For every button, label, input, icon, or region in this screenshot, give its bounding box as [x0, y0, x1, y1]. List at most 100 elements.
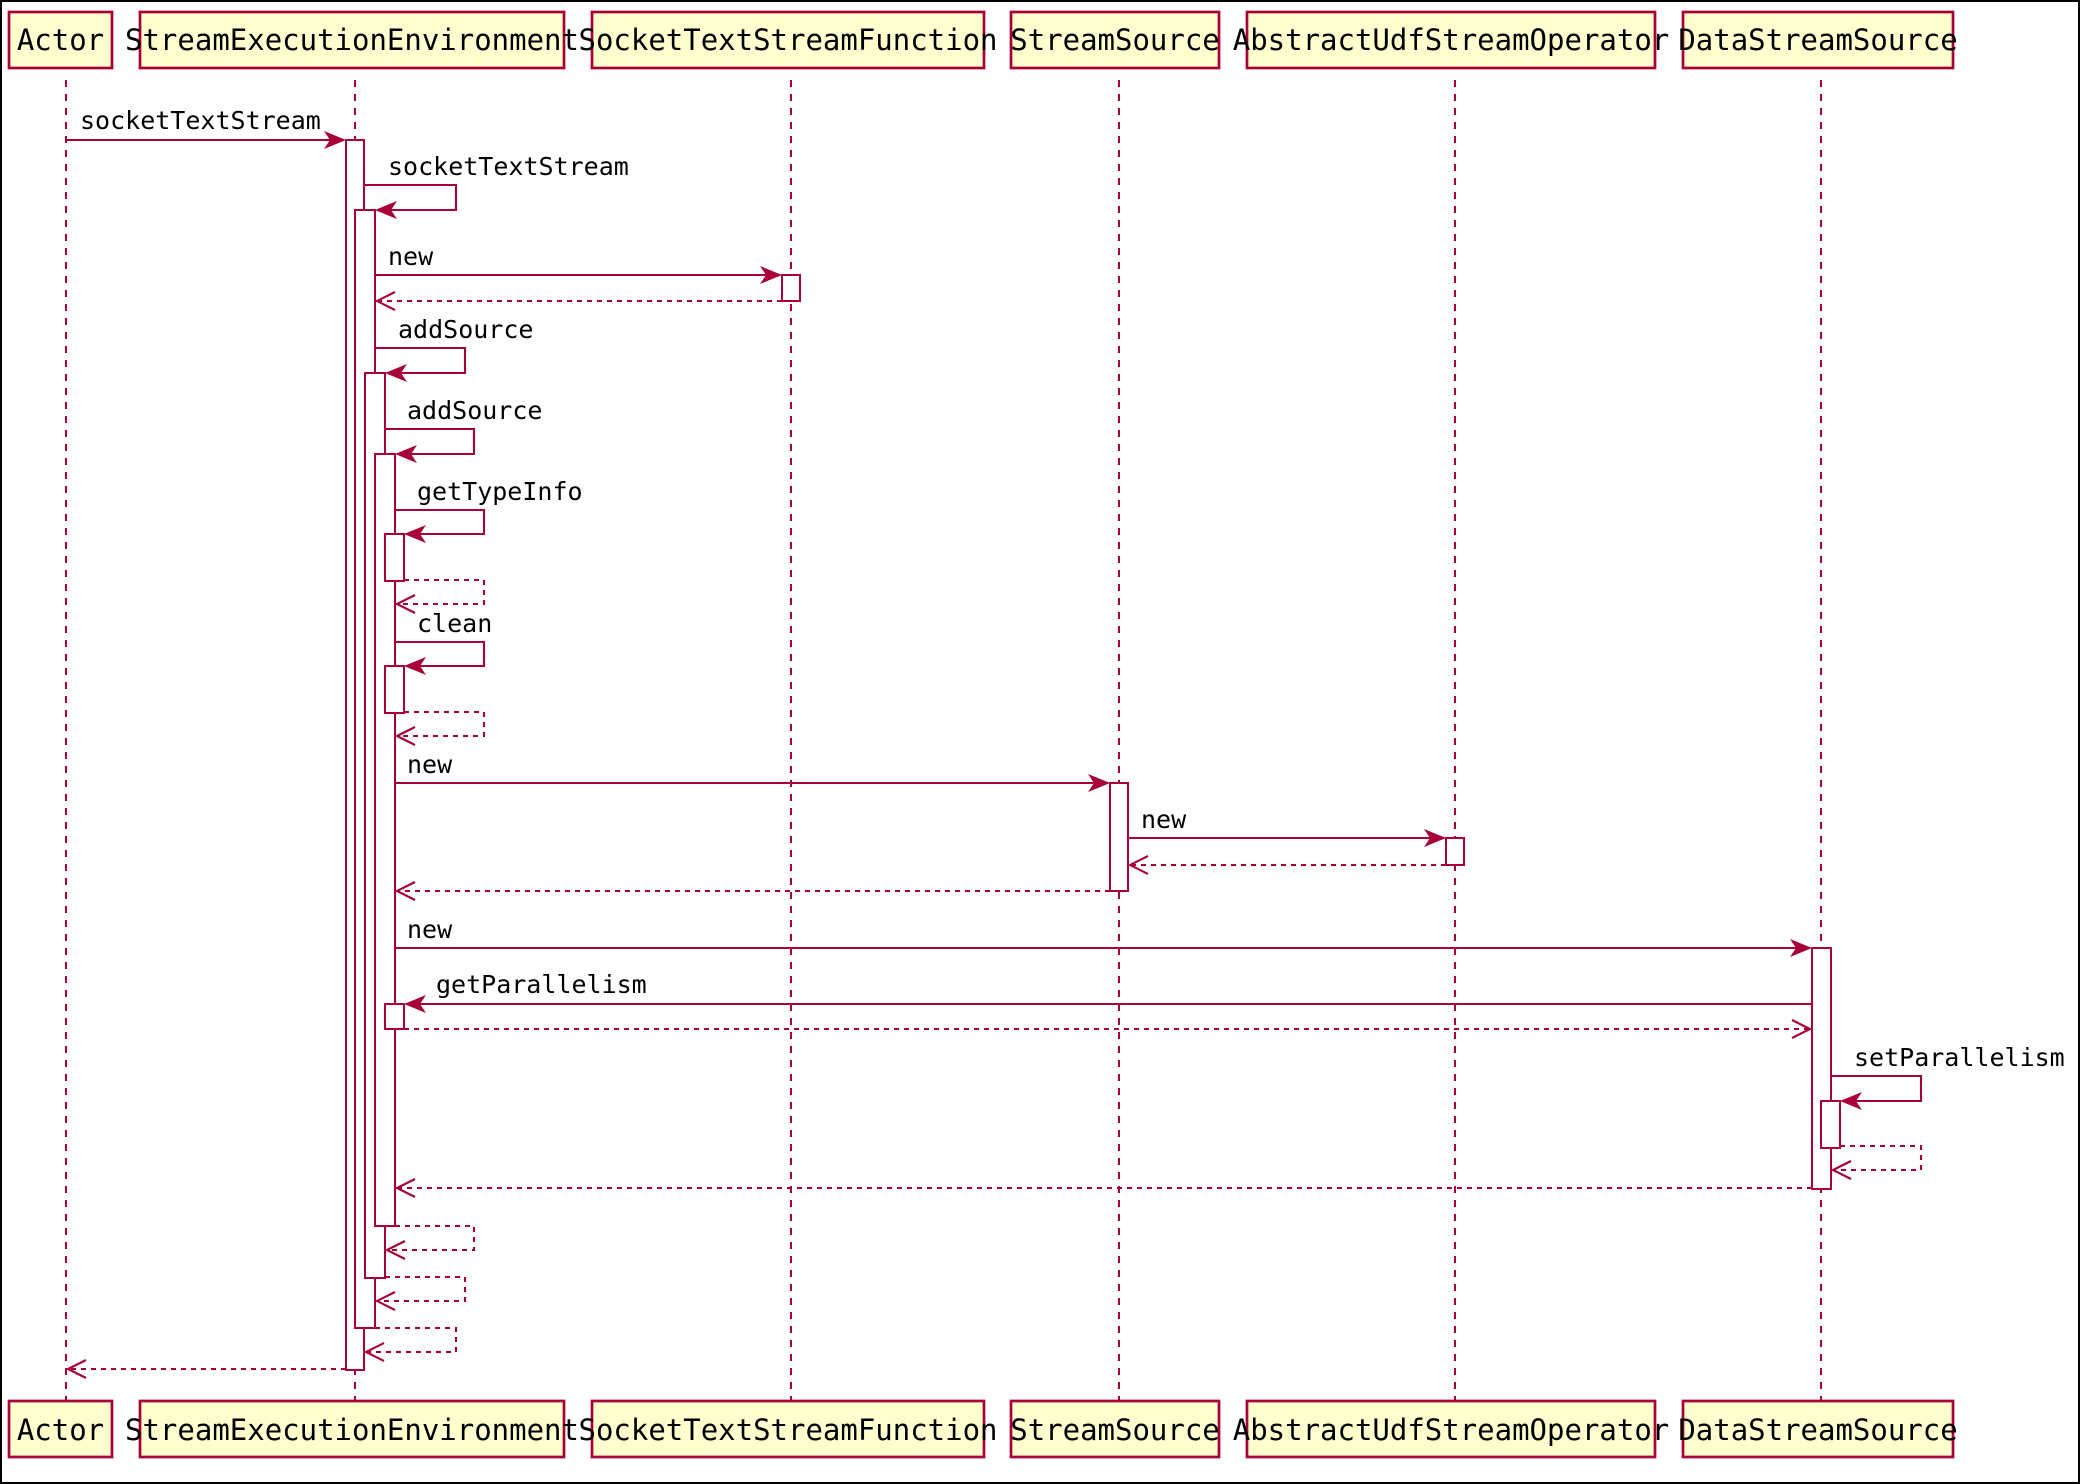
- arrow-head: [394, 726, 416, 746]
- message-socketTextStream: socketTextStream: [66, 106, 346, 149]
- participant-sock-top: SocketTextStreamFunction: [578, 10, 998, 70]
- arrow-head: [394, 1178, 416, 1198]
- arrow-head: [1830, 1160, 1852, 1180]
- message-label: clean: [417, 609, 492, 638]
- message-line: [397, 578, 486, 606]
- arrow-head: [1424, 829, 1446, 847]
- message-new-udf: new: [1128, 805, 1446, 847]
- message-new-src: new: [395, 750, 1110, 792]
- message-line: [395, 640, 486, 668]
- participant-box: [1681, 10, 1955, 70]
- message-label: socketTextStream: [388, 152, 629, 181]
- message-line: [366, 1326, 458, 1354]
- activation-env-getTypeInfo: [384, 533, 405, 582]
- arrow-head: [1791, 1019, 1813, 1039]
- message-line: [377, 1275, 467, 1303]
- message-self-return-addSource-2: [384, 1224, 476, 1260]
- participant-box: [1245, 10, 1657, 70]
- arrow-head: [65, 1359, 87, 1379]
- message-self-addSource-1: addSource: [375, 315, 533, 382]
- activation-dss-setParallelism: [1820, 1100, 1841, 1149]
- message-label: new: [1141, 805, 1187, 834]
- message-line: [395, 508, 486, 536]
- participant-src-bottom: StreamSource: [1009, 1399, 1221, 1459]
- arrow-head: [324, 131, 346, 149]
- participant-label: Actor: [17, 1413, 104, 1447]
- message-return-actor: [65, 1359, 346, 1379]
- activation-env-4: [374, 453, 396, 1227]
- participant-box: [1009, 10, 1221, 70]
- participant-box: [1245, 1399, 1657, 1459]
- message-return-sock: [374, 291, 782, 311]
- participant-box: [138, 10, 566, 70]
- message-line: [375, 346, 467, 375]
- participant-dss-top: DataStreamSource: [1678, 10, 1958, 70]
- participants-bottom: Actor StreamExecutionEnvironment SocketT…: [7, 1399, 1958, 1459]
- participant-label: StreamExecutionEnvironment: [125, 23, 579, 57]
- activation-sock: [781, 274, 801, 302]
- message-self-clean: clean: [395, 609, 492, 675]
- messages: socketTextStream socketTextStream new ad…: [65, 106, 2065, 1379]
- activations: [345, 139, 1841, 1371]
- participant-label: StreamSource: [1010, 1413, 1220, 1447]
- message-label: socketTextStream: [80, 106, 321, 135]
- message-getParallelism: getParallelism: [404, 970, 1812, 1013]
- activation-env-clean: [384, 665, 405, 714]
- message-self-return-addSource-1: [374, 1275, 467, 1311]
- activation-udf: [1445, 837, 1465, 866]
- arrow-head: [363, 1342, 385, 1362]
- message-return-getParallelism: [404, 1019, 1813, 1039]
- message-self-getTypeInfo: getTypeInfo: [395, 477, 583, 543]
- message-self-socketTextStream: socketTextStream: [364, 152, 629, 219]
- participant-box: [590, 10, 986, 70]
- message-line: [364, 183, 458, 212]
- message-label: new: [388, 242, 434, 271]
- arrow-head: [1127, 855, 1149, 875]
- message-line: [385, 427, 476, 456]
- arrow-head: [375, 201, 397, 219]
- arrow-head: [394, 881, 416, 901]
- participant-label: StreamExecutionEnvironment: [125, 1413, 579, 1447]
- message-return-udf: [1127, 855, 1446, 875]
- arrow-head: [1790, 939, 1812, 957]
- message-line: [1831, 1074, 1923, 1103]
- arrow-head: [760, 266, 782, 284]
- arrow-head: [374, 1291, 396, 1311]
- message-new-sock: new: [375, 242, 782, 284]
- participant-box: [7, 10, 114, 70]
- participant-box: [1009, 1399, 1221, 1459]
- activation-env-getParallelism: [384, 1003, 405, 1030]
- participant-label: AbstractUdfStreamOperator: [1233, 1413, 1670, 1447]
- message-self-return-socketTextStream: [363, 1326, 458, 1362]
- participant-sock-bottom: SocketTextStreamFunction: [578, 1399, 998, 1459]
- participant-box: [7, 1399, 114, 1459]
- message-label: getParallelism: [436, 970, 647, 999]
- participants-top: Actor StreamExecutionEnvironment SocketT…: [7, 10, 1958, 70]
- message-label: setParallelism: [1854, 1043, 2065, 1072]
- arrow-head: [394, 594, 416, 614]
- message-self-return-clean: [394, 710, 486, 746]
- activation-dss: [1811, 947, 1832, 1190]
- participant-box: [1681, 1399, 1955, 1459]
- participant-label: SocketTextStreamFunction: [578, 1413, 997, 1447]
- participant-label: AbstractUdfStreamOperator: [1233, 23, 1670, 57]
- participant-box: [590, 1399, 986, 1459]
- message-return-dss: [394, 1178, 1812, 1198]
- participant-label: DataStreamSource: [1678, 1413, 1957, 1447]
- arrow-head: [404, 657, 426, 675]
- arrow-head: [1088, 774, 1110, 792]
- message-label: new: [407, 750, 453, 779]
- arrow-head: [384, 1240, 406, 1260]
- lifelines: [65, 80, 1822, 1402]
- arrow-head: [404, 525, 426, 543]
- participant-src-top: StreamSource: [1009, 10, 1221, 70]
- message-new-dss: new: [395, 915, 1812, 957]
- message-self-return-getTypeInfo: [394, 578, 486, 614]
- message-self-setParallelism: setParallelism: [1831, 1043, 2065, 1110]
- message-label: addSource: [407, 396, 542, 425]
- participant-env-bottom: StreamExecutionEnvironment: [125, 1399, 579, 1459]
- participant-actor-top: Actor: [7, 10, 114, 70]
- message-line: [1833, 1144, 1923, 1172]
